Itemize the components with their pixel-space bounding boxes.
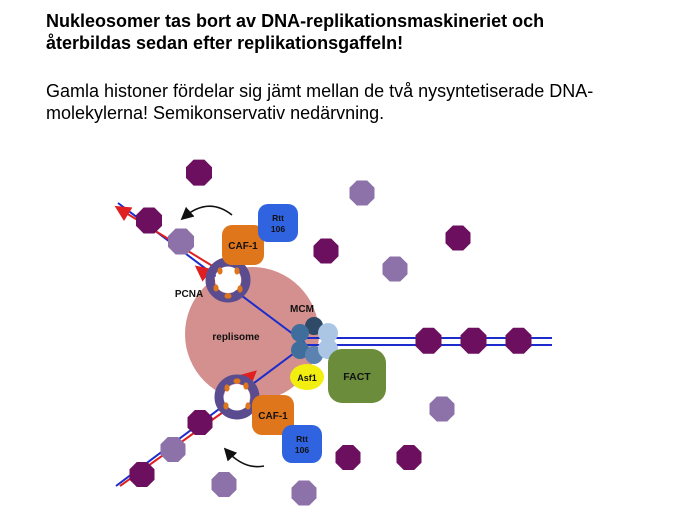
rtt106-label-bottom-line1: Rtt <box>296 434 308 444</box>
asf1-protein <box>290 364 324 390</box>
rtt106-label-top-line1: Rtt <box>272 213 284 223</box>
pcna-ring-bottom <box>214 374 260 420</box>
body-line-1: Gamla histoner fördelar sig jämt mellan … <box>46 81 594 101</box>
new-histone <box>429 396 455 422</box>
slide-title: Nukleosomer tas bort av DNA-replikations… <box>46 10 666 54</box>
body-line-2: molekylerna! Semikonservativ nedärvning. <box>46 103 385 123</box>
old-histone <box>396 445 422 470</box>
transfer-arrow-top <box>180 205 233 221</box>
new-histone <box>349 180 375 206</box>
old-histone <box>187 410 213 435</box>
title-line-1: Nukleosomer tas bort av DNA-replikations… <box>46 11 545 31</box>
new-histone <box>291 480 317 506</box>
transfer-arrow-bottom <box>223 447 265 468</box>
pcna-label: PCNA <box>175 289 203 300</box>
mcm-label: MCM <box>290 304 314 315</box>
caf1-protein-bottom <box>252 395 294 435</box>
new-histone <box>168 228 194 255</box>
rtt106-label-top-line2: 106 <box>271 224 285 234</box>
new-histone <box>160 437 186 462</box>
old-histones <box>129 159 532 487</box>
rtt106-protein-bottom <box>282 425 322 463</box>
old-histone <box>313 238 339 264</box>
caf1-label-bottom: CAF-1 <box>258 411 288 422</box>
old-histone <box>415 327 442 354</box>
asf1-label: Asf1 <box>297 373 317 383</box>
old-histone <box>186 159 212 186</box>
replisome-shape <box>185 267 319 401</box>
title-line-2: återbildas sedan efter replikationsgaffe… <box>46 33 404 53</box>
new-histones <box>160 180 455 506</box>
fact-label: FACT <box>343 371 371 383</box>
old-histone <box>129 462 155 487</box>
slide-body-text: Gamla histoner fördelar sig jämt mellan … <box>46 80 666 124</box>
old-histone <box>335 445 361 470</box>
old-histone <box>136 207 162 234</box>
caf1-protein-top <box>222 225 264 265</box>
old-histone <box>505 327 532 354</box>
replisome-label: replisome <box>212 332 260 343</box>
old-histone <box>460 327 487 354</box>
rtt106-protein-top <box>258 204 298 242</box>
rtt106-label-bottom-line2: 106 <box>295 445 309 455</box>
fact-protein <box>328 349 386 403</box>
new-histone <box>382 256 408 282</box>
new-histone <box>211 472 237 497</box>
caf1-label-top: CAF-1 <box>228 241 258 252</box>
old-histone <box>445 225 471 251</box>
